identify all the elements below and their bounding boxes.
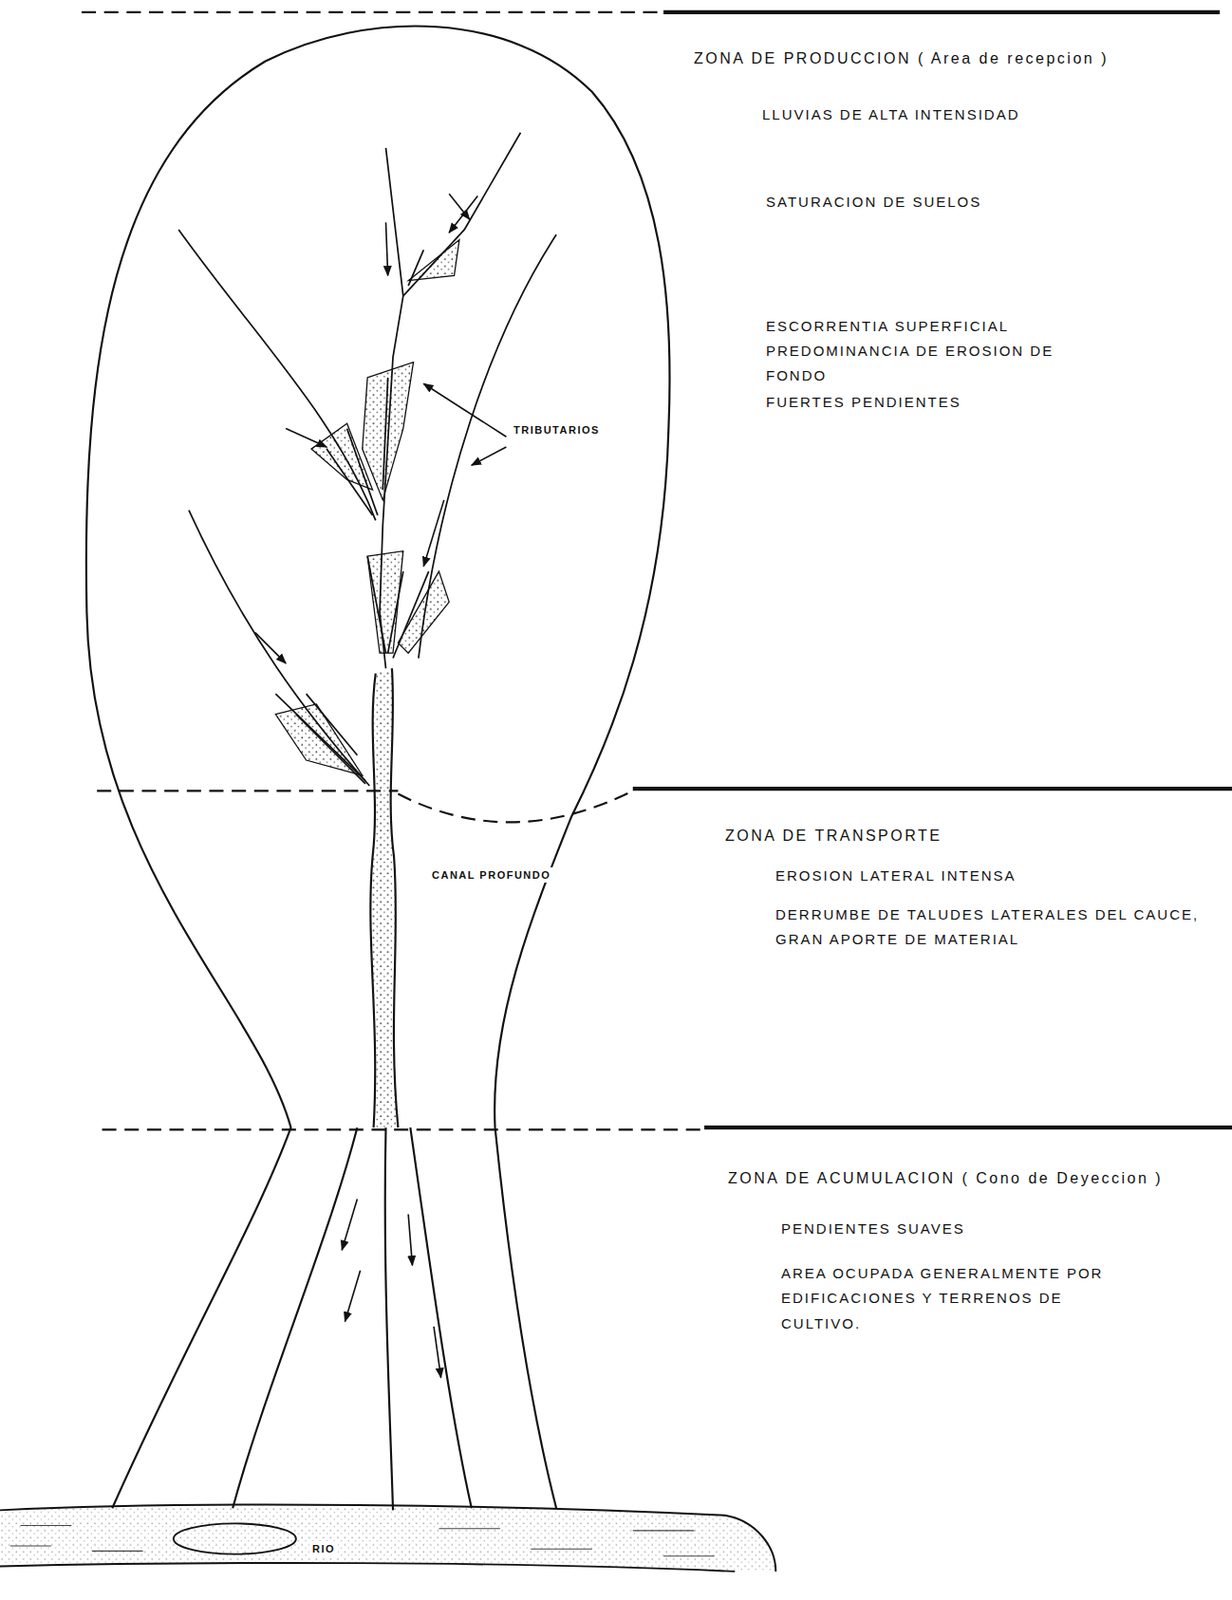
part-label: RIO [309,1541,338,1557]
zone-note: FUERTES PENDIENTES [765,390,1195,415]
zone-note: DERRUMBE DE TALUDES LATERALES DEL CAUCE,… [775,902,1205,953]
part-label: CANAL PROFUNDO [429,867,554,883]
zone-note: AREA OCUPADA GENERALMENTE POR EDIFICACIO… [781,1261,1139,1337]
zone-note: ESCORRENTIA SUPERFICIAL [765,314,1195,339]
zone-heading: ZONA DE TRANSPORTE [725,822,1155,850]
zone-note: EROSION LATERAL INTENSA [775,863,1205,889]
zone-note: SATURACION DE SUELOS [765,189,1195,215]
zone-heading: ZONA DE ACUMULACION ( Cono de Deyeccion … [728,1165,1218,1193]
zone-note: LLUVIAS DE ALTA INTENSIDAD [762,102,1192,128]
zone-note: PENDIENTES SUAVES [781,1216,1211,1242]
zone-note: PREDOMINANCIA DE EROSION DE FONDO [765,338,1083,390]
part-label: TRIBUTARIOS [510,422,603,438]
zone-heading: ZONA DE PRODUCCION ( Area de recepcion ) [693,45,1225,73]
